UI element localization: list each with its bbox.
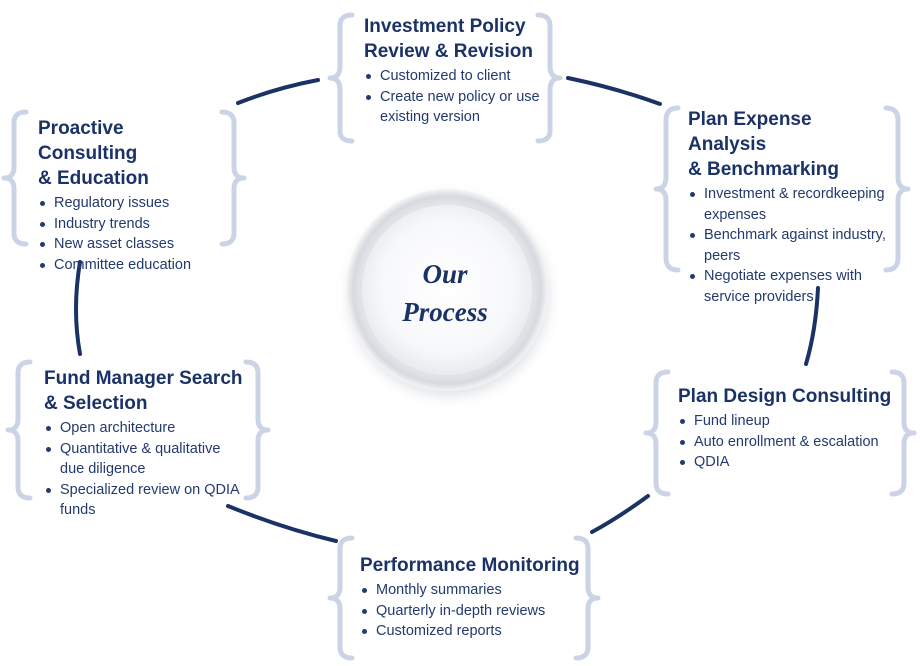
bullet-item: Negotiate expenses with service provider… [688, 266, 893, 307]
stage-plan-design: Plan Design Consulting Fund lineup Auto … [678, 384, 898, 473]
bullet-item: Specialized review on QDIA funds [44, 480, 244, 521]
bullet-item: Committee education [38, 255, 228, 276]
center-label: Our Process [345, 255, 545, 331]
bullet-item: Quantitative & qualitative due diligence [44, 439, 244, 480]
brace-performance-left [327, 535, 355, 661]
brace-expense-right [883, 105, 911, 273]
brace-expense-left [653, 105, 681, 273]
arc-top-left [236, 78, 320, 105]
brace-design-right [889, 369, 917, 497]
stage-bullets: Open architecture Quantitative & qualita… [44, 418, 244, 521]
cycle-arcs [74, 76, 820, 543]
bullet-item: QDIA [678, 452, 898, 473]
stage-title: Investment Policy Review & Revision [364, 14, 554, 64]
stage-bullets: Fund lineup Auto enrollment & escalation… [678, 411, 898, 473]
bullet-item: Regulatory issues [38, 193, 228, 214]
brace-proactive-right [219, 109, 247, 247]
stage-bullets: Regulatory issues Industry trends New as… [38, 193, 228, 275]
brace-investment-right [535, 12, 563, 144]
arc-bottom-left [226, 504, 338, 543]
stage-title-line: Fund Manager Search [44, 368, 243, 389]
bullet-item: Investment & recordkeeping expenses [688, 184, 893, 225]
arc-left [74, 260, 82, 356]
brace-fund-left [5, 359, 33, 501]
stage-title: Plan Design Consulting [678, 384, 898, 409]
stage-title: Performance Monitoring [360, 553, 585, 578]
stage-title-line: & Education [38, 168, 149, 189]
bullet-item: Customized reports [360, 621, 585, 642]
bullet-item: Auto enrollment & escalation [678, 432, 898, 453]
stage-bullets: Investment & recordkeeping expenses Benc… [688, 184, 893, 307]
bullet-item: Quarterly in-depth reviews [360, 601, 585, 622]
bullet-item: New asset classes [38, 234, 228, 255]
stage-bullets: Monthly summaries Quarterly in-depth rev… [360, 580, 585, 642]
stage-title: Fund Manager Search & Selection [44, 366, 244, 416]
stage-title-line: Review & Revision [364, 41, 533, 62]
stage-title-line: Proactive Consulting [38, 118, 138, 164]
bullet-item: Fund lineup [678, 411, 898, 432]
bullet-item: Create new policy or use existing versio… [364, 87, 554, 128]
brace-proactive-left [1, 109, 29, 247]
brace-investment-left [327, 12, 355, 144]
brace-performance-right [573, 535, 601, 661]
center-label-line2: Process [402, 297, 488, 327]
bullet-item: Monthly summaries [360, 580, 585, 601]
brace-fund-right [243, 359, 271, 501]
bullet-item: Customized to client [364, 66, 554, 87]
center-disc [346, 189, 549, 396]
bullet-item: Open architecture [44, 418, 244, 439]
stage-fund-manager: Fund Manager Search & Selection Open arc… [44, 366, 244, 521]
stage-title-line: & Benchmarking [688, 159, 839, 180]
bullet-item: Industry trends [38, 214, 228, 235]
braces [1, 12, 917, 661]
stage-performance: Performance Monitoring Monthly summaries… [360, 553, 585, 642]
stage-title-line: & Selection [44, 393, 148, 414]
stage-title-line: Performance Monitoring [360, 555, 580, 576]
stage-title: Plan Expense Analysis & Benchmarking [688, 107, 893, 182]
arc-right [804, 286, 820, 366]
stage-title: Proactive Consulting & Education [38, 116, 228, 191]
stage-title-line: Investment Policy [364, 16, 526, 37]
stage-bullets: Customized to client Create new policy o… [364, 66, 554, 128]
brace-design-left [643, 369, 671, 497]
stage-title-line: Plan Expense Analysis [688, 109, 812, 155]
stage-plan-expense: Plan Expense Analysis & Benchmarking Inv… [688, 107, 893, 307]
stage-title-line: Plan Design Consulting [678, 386, 892, 407]
stage-investment-policy: Investment Policy Review & Revision Cust… [364, 14, 554, 128]
bullet-item: Benchmark against industry, peers [688, 225, 893, 266]
stage-proactive: Proactive Consulting & Education Regulat… [38, 116, 228, 275]
arc-top-right [566, 76, 662, 106]
center-label-line1: Our [422, 259, 468, 289]
arc-bottom-right [590, 494, 650, 534]
